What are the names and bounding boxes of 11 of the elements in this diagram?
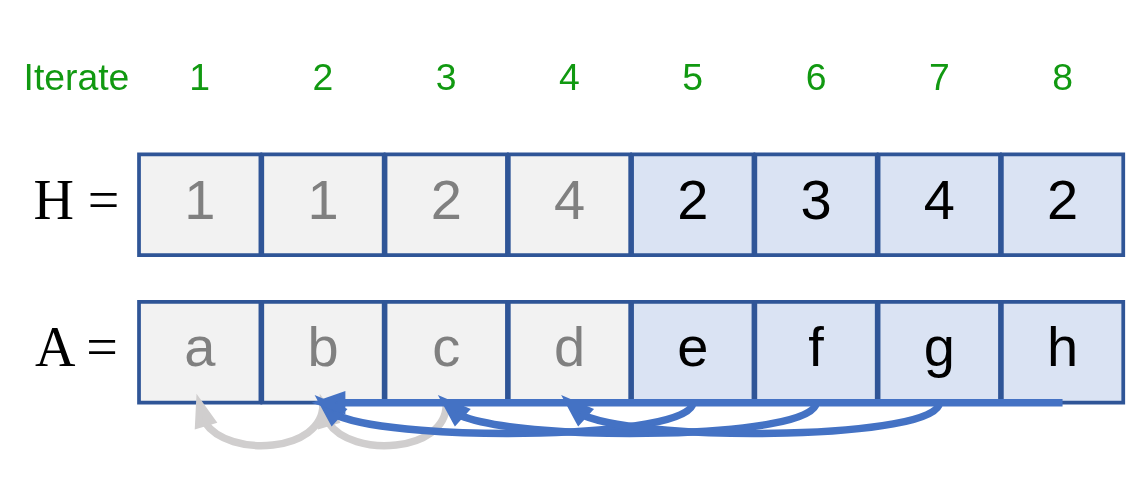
label: 6 xyxy=(805,55,827,98)
label: Iterate xyxy=(23,55,130,98)
label: 7 xyxy=(928,55,950,98)
label: 4 xyxy=(559,55,580,98)
label: 8 xyxy=(1052,55,1073,98)
label: 3 xyxy=(435,55,457,98)
label: 5 xyxy=(682,55,704,98)
label: A = xyxy=(34,315,118,378)
label: 1 xyxy=(189,55,211,98)
label: H = xyxy=(33,168,120,231)
label: 2 xyxy=(312,55,334,98)
